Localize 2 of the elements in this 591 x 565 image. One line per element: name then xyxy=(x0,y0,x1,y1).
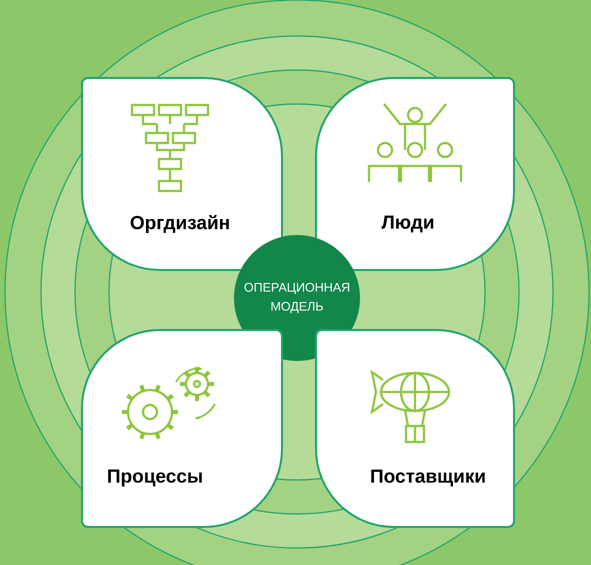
leaf-card: Процессы xyxy=(81,329,283,528)
leaf-card: Поставщики xyxy=(315,329,515,528)
